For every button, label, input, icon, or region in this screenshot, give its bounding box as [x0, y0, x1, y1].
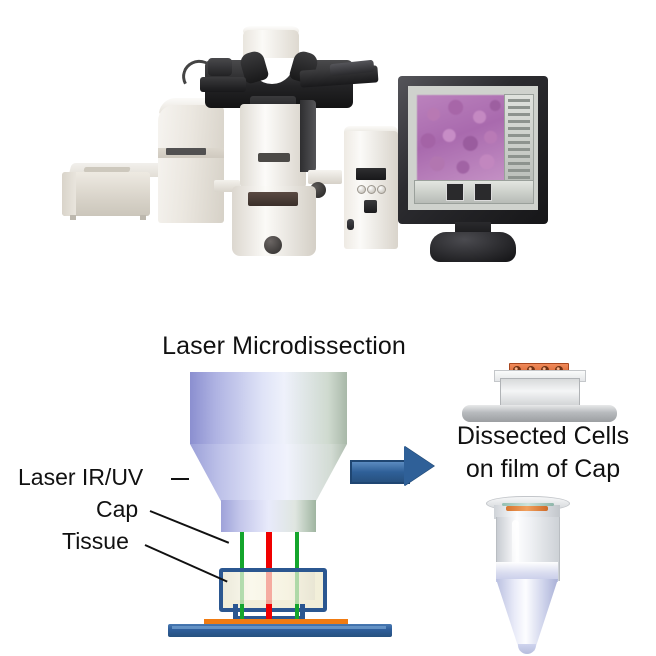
uv-beam-left	[240, 532, 244, 572]
tissue-layer	[204, 619, 348, 625]
result-caption: Dissected Cells on film of Cap	[437, 420, 649, 486]
schematic-panel: Laser Microdissection	[0, 300, 656, 656]
leader-line-tissue	[144, 544, 228, 583]
instrument-photo-panel	[0, 0, 656, 300]
label-cap: Cap	[96, 496, 139, 522]
controller-lcd	[356, 168, 386, 180]
leader-line-cap	[149, 510, 230, 544]
label-laser: Laser IR/UV	[18, 464, 144, 490]
result-line-1: Dissected Cells	[456, 422, 630, 450]
result-line-2: on film of Cap	[465, 455, 621, 483]
histology-image	[417, 95, 509, 183]
software-side-panel	[504, 94, 534, 200]
diagram-title: Laser Microdissection	[162, 332, 406, 360]
label-tissue: Tissue	[62, 528, 129, 554]
leader-line-laser	[171, 478, 189, 480]
ir-beam-center	[266, 532, 272, 572]
uv-beam-right	[295, 532, 299, 572]
monitor-screen	[408, 86, 538, 210]
